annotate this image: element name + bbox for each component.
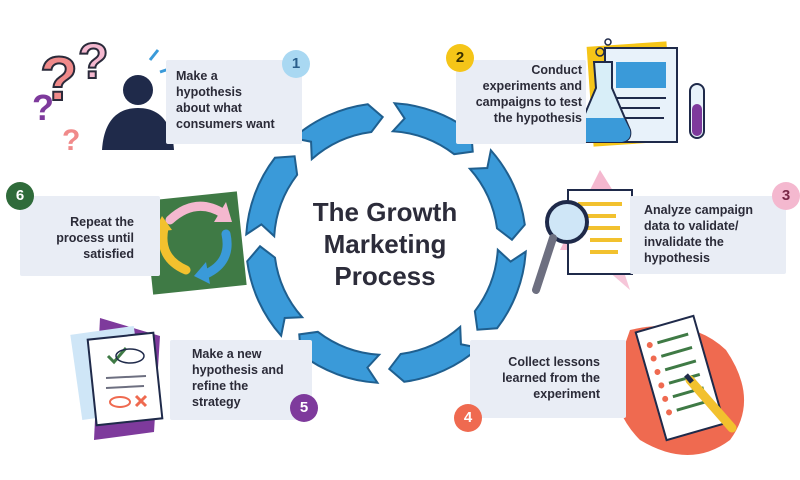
step-3-text: Analyze campaign data to validate/ inval… bbox=[644, 203, 754, 265]
step-3-card bbox=[630, 196, 786, 274]
checklist-pencil-icon bbox=[615, 314, 745, 455]
svg-text:?: ? bbox=[40, 45, 78, 114]
cycle-arrow-segment bbox=[291, 103, 385, 162]
cycle-arrow-segment bbox=[473, 247, 527, 331]
step-4-card bbox=[470, 340, 626, 418]
step-5-text: Make a new hypothesis and refine the str… bbox=[192, 347, 284, 409]
step-6-text: Repeat the process until satisfied bbox=[56, 215, 134, 261]
cycle-arrow-segment bbox=[387, 324, 481, 383]
step-4-text: Collect lessons learned from the experim… bbox=[502, 355, 600, 401]
step-2-text: Conduct experiments and campaigns to tes… bbox=[475, 63, 582, 125]
step-5-card bbox=[170, 340, 312, 420]
step-4-badge: 4 bbox=[454, 404, 482, 432]
cycle-arrows-icon bbox=[143, 191, 247, 295]
lab-flask-icon bbox=[576, 38, 705, 147]
cycle-center bbox=[278, 135, 494, 351]
step-2-badge: 2 bbox=[446, 44, 474, 72]
cycle-arrow-segment bbox=[467, 148, 526, 242]
step-1-card bbox=[166, 60, 302, 144]
step-1-badge: 1 bbox=[282, 50, 310, 78]
step-6-badge: 6 bbox=[6, 182, 34, 210]
cycle-arrow-segment bbox=[245, 155, 299, 239]
svg-text:?: ? bbox=[32, 87, 54, 128]
step-1-text: Make a hypothesis about what consumers w… bbox=[176, 69, 275, 131]
step-6-card bbox=[20, 196, 160, 276]
svg-text:?: ? bbox=[78, 33, 109, 89]
svg-text:?: ? bbox=[62, 124, 80, 157]
step-2-card bbox=[456, 60, 586, 144]
cycle-arrow-segment bbox=[246, 244, 305, 338]
step-3-badge: 3 bbox=[772, 182, 800, 210]
document-check-icon bbox=[70, 318, 164, 440]
cycle-arrow-segment bbox=[390, 102, 474, 156]
magnifier-report-icon bbox=[532, 170, 650, 294]
cycle-ring bbox=[245, 102, 527, 384]
question-head-icon: ? ? ? ? bbox=[32, 32, 174, 157]
cycle-arrow-segment bbox=[298, 330, 382, 384]
step-5-badge: 5 bbox=[290, 394, 318, 422]
diagram-title: The Growth Marketing Process bbox=[312, 197, 458, 291]
